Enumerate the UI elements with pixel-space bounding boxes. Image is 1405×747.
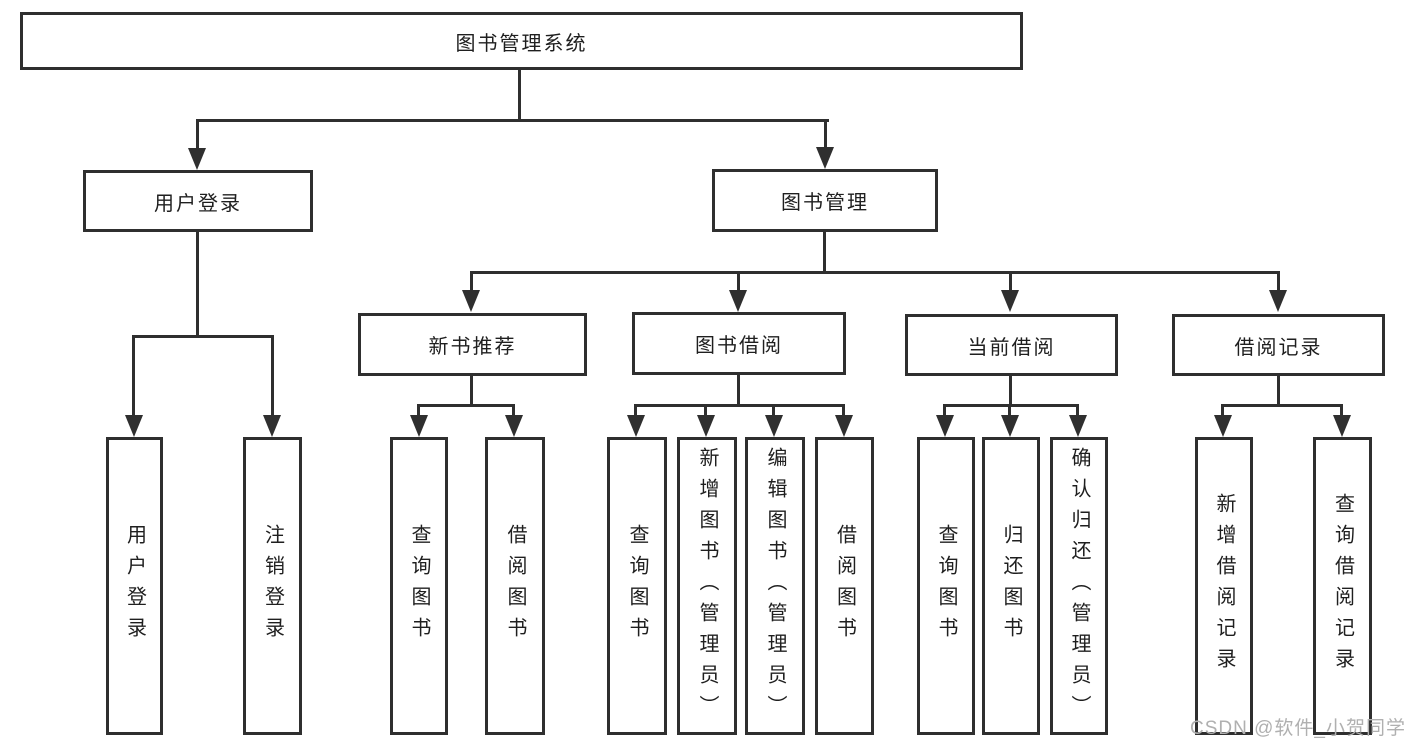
leaf-nb-query-books-label: 查询图书 bbox=[408, 524, 430, 648]
arrow-head bbox=[765, 415, 783, 437]
connector-line bbox=[634, 404, 637, 415]
connector-line bbox=[470, 271, 473, 290]
leaf-bb-borrow-books: 借阅图书 bbox=[815, 437, 874, 735]
connector-line bbox=[132, 335, 274, 338]
arrow-head bbox=[936, 415, 954, 437]
arrow-head bbox=[1001, 415, 1019, 437]
connector-line bbox=[772, 404, 775, 415]
node-user-login-label: 用户登录 bbox=[154, 192, 242, 215]
connector-line bbox=[271, 335, 274, 415]
leaf-bb-add-books-admin-label: 新增图书（管理员） bbox=[696, 446, 718, 726]
connector-line bbox=[417, 404, 420, 415]
arrow-head bbox=[462, 290, 480, 312]
node-book-borrow-label: 图书借阅 bbox=[695, 335, 783, 357]
node-current-borrow-label: 当前借阅 bbox=[967, 336, 1056, 359]
csdn-watermark: CSDN @软件_小贺同学 bbox=[1190, 718, 1405, 739]
arrow-head bbox=[1069, 415, 1087, 437]
leaf-cb-return-books: 归还图书 bbox=[982, 437, 1040, 735]
connector-line bbox=[470, 271, 1280, 274]
connector-line bbox=[1222, 404, 1343, 407]
connector-line bbox=[196, 119, 199, 148]
leaf-nb-borrow-books-label: 借阅图书 bbox=[504, 524, 526, 648]
arrow-head bbox=[263, 415, 281, 437]
connector-line bbox=[1277, 271, 1280, 290]
node-root-label: 图书管理系统 bbox=[455, 32, 588, 55]
connector-line bbox=[704, 404, 707, 415]
node-borrow-records: 借阅记录 bbox=[1172, 314, 1385, 376]
connector-line bbox=[470, 376, 473, 404]
arrow-head bbox=[729, 290, 747, 312]
leaf-cb-query-books: 查询图书 bbox=[917, 437, 975, 735]
leaf-cb-return-books-label: 归还图书 bbox=[1000, 524, 1022, 648]
arrow-head bbox=[835, 415, 853, 437]
arrow-head bbox=[1269, 290, 1287, 312]
arrow-head bbox=[627, 415, 645, 437]
node-book-management-label: 图书管理 bbox=[781, 192, 869, 214]
connector-line bbox=[1277, 376, 1280, 404]
leaf-logout-label: 注销登录 bbox=[261, 524, 284, 648]
leaf-nb-query-books: 查询图书 bbox=[390, 437, 448, 735]
node-new-book-recommend: 新书推荐 bbox=[358, 313, 587, 376]
node-borrow-records-label: 借阅记录 bbox=[1234, 336, 1323, 359]
connector-line bbox=[518, 70, 521, 119]
connector-line bbox=[132, 335, 135, 415]
connector-line bbox=[943, 404, 946, 415]
arrow-head bbox=[816, 147, 834, 169]
arrow-head bbox=[125, 415, 143, 437]
leaf-logout: 注销登录 bbox=[243, 437, 302, 735]
arrow-head bbox=[1333, 415, 1351, 437]
arrow-head bbox=[188, 148, 206, 170]
connector-line bbox=[842, 404, 845, 415]
connector-line bbox=[824, 119, 827, 147]
node-book-borrow: 图书借阅 bbox=[632, 312, 846, 375]
leaf-br-add-record: 新增借阅记录 bbox=[1195, 437, 1253, 735]
leaf-cb-query-books-label: 查询图书 bbox=[935, 524, 957, 648]
leaf-bb-edit-books-admin-label: 编辑图书（管理员） bbox=[764, 446, 786, 726]
leaf-bb-query-books-label: 查询图书 bbox=[626, 524, 648, 648]
leaf-user-login-label: 用户登录 bbox=[123, 524, 146, 648]
connector-line bbox=[1221, 404, 1224, 415]
connector-line bbox=[196, 232, 199, 335]
connector-line bbox=[823, 232, 826, 271]
node-book-management: 图书管理 bbox=[712, 169, 938, 232]
leaf-br-add-record-label: 新增借阅记录 bbox=[1213, 493, 1235, 679]
node-current-borrow: 当前借阅 bbox=[905, 314, 1118, 376]
arrow-head bbox=[1001, 290, 1019, 312]
node-root-system: 图书管理系统 bbox=[20, 12, 1023, 70]
leaf-bb-borrow-books-label: 借阅图书 bbox=[833, 524, 856, 648]
connector-line bbox=[512, 404, 515, 415]
leaf-cb-confirm-return-admin-label: 确认归还（管理员） bbox=[1068, 446, 1090, 726]
connector-line bbox=[1076, 404, 1079, 415]
connector-line bbox=[944, 404, 1079, 407]
connector-line bbox=[196, 119, 829, 122]
arrow-head bbox=[410, 415, 428, 437]
connector-line bbox=[1008, 404, 1011, 415]
connector-line bbox=[635, 404, 845, 407]
connector-line bbox=[1340, 404, 1343, 415]
connector-line bbox=[737, 271, 740, 290]
connector-line bbox=[1009, 376, 1012, 404]
connector-line bbox=[417, 404, 515, 407]
arrow-head bbox=[697, 415, 715, 437]
node-new-book-recommend-label: 新书推荐 bbox=[428, 336, 517, 358]
arrow-head bbox=[505, 415, 523, 437]
connector-line bbox=[1009, 271, 1012, 290]
arrow-head bbox=[1214, 415, 1232, 437]
leaf-bb-edit-books-admin: 编辑图书（管理员） bbox=[745, 437, 805, 735]
leaf-cb-confirm-return-admin: 确认归还（管理员） bbox=[1050, 437, 1108, 735]
node-user-login: 用户登录 bbox=[83, 170, 313, 232]
leaf-nb-borrow-books: 借阅图书 bbox=[485, 437, 545, 735]
leaf-br-query-record-label: 查询借阅记录 bbox=[1331, 493, 1354, 679]
leaf-br-query-record: 查询借阅记录 bbox=[1313, 437, 1372, 735]
connector-line bbox=[737, 375, 740, 404]
leaf-bb-add-books-admin: 新增图书（管理员） bbox=[677, 437, 737, 735]
leaf-user-login: 用户登录 bbox=[106, 437, 163, 735]
leaf-bb-query-books: 查询图书 bbox=[607, 437, 667, 735]
